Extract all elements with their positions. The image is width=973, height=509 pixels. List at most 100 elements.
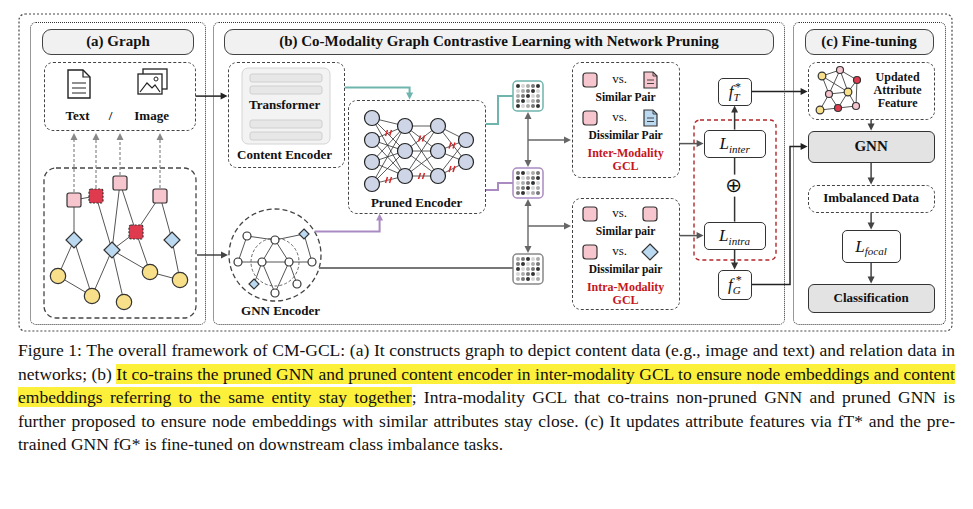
graph-node	[172, 272, 187, 287]
matrix-cell	[516, 99, 520, 103]
matrix-cell	[526, 94, 530, 98]
math-part: *	[734, 80, 740, 94]
matrix-cell	[531, 94, 535, 98]
neuron	[459, 155, 474, 170]
matrix-cell	[526, 257, 530, 261]
node-label: vs.	[607, 110, 633, 125]
node-icon	[583, 207, 597, 221]
matrix-cell	[526, 186, 530, 190]
node-label: Content Encoder	[229, 148, 341, 163]
graph-node	[113, 176, 127, 190]
arrowhead	[801, 143, 808, 150]
document-icon	[68, 70, 90, 98]
matrix-cell	[536, 186, 540, 190]
connector	[752, 143, 808, 285]
matrix-cell	[521, 94, 525, 98]
matrix-cell	[516, 181, 520, 185]
matrix-cell	[516, 262, 520, 266]
matrix-cell	[536, 99, 540, 103]
encoder-circle	[251, 238, 299, 286]
arrowhead	[525, 112, 532, 119]
matrix-cell	[521, 181, 525, 185]
matrix-cell	[531, 262, 535, 266]
neuron	[431, 144, 446, 159]
matrix-cell	[521, 267, 525, 271]
matrix-cell	[521, 257, 525, 261]
matrix-cell	[536, 176, 540, 180]
arrowhead	[868, 178, 875, 185]
node-label: Inter-Modality GCL	[576, 147, 676, 173]
node-label: Image	[126, 109, 178, 124]
matrix-cell	[516, 267, 520, 271]
neuron	[398, 119, 413, 134]
attribute-graph	[816, 67, 860, 114]
prune-mark	[449, 143, 455, 149]
connector	[731, 106, 738, 130]
matrix-cell	[536, 267, 540, 271]
matrix-cell	[526, 267, 530, 271]
graph-node	[153, 189, 167, 203]
neuron	[431, 119, 446, 134]
graph-node	[308, 258, 316, 266]
matrix-cell	[536, 262, 540, 266]
arrowhead	[71, 133, 78, 140]
matrix-cell	[521, 272, 525, 276]
node-label: GNN Encoder	[227, 304, 335, 319]
node-label: fG*	[719, 276, 751, 293]
matrix-cell	[516, 89, 520, 93]
connector	[868, 120, 875, 131]
matrix-cell	[521, 89, 525, 93]
connector-line	[870, 213, 872, 224]
connector	[868, 163, 875, 185]
matrix-cell	[521, 171, 525, 175]
graph-node	[66, 232, 82, 248]
embedding-matrix	[513, 254, 543, 284]
matrix-cell	[531, 277, 535, 281]
node-line	[486, 183, 513, 190]
matrix-cell	[526, 171, 530, 175]
matrix-cell	[531, 171, 535, 175]
connector	[680, 232, 704, 239]
embedding-matrix	[513, 81, 543, 111]
matrix-cell	[531, 99, 535, 103]
graph-edge	[112, 183, 120, 250]
node-label: /	[104, 109, 118, 124]
graph-node	[116, 294, 131, 309]
connector	[868, 213, 875, 230]
graph-node	[844, 88, 852, 96]
arrowhead	[564, 223, 571, 230]
connector-line	[196, 95, 222, 97]
neuron	[459, 133, 474, 148]
connector	[315, 214, 383, 232]
encoder-circle	[229, 209, 321, 301]
connector	[731, 250, 738, 270]
data-box: Imbalanced Data	[808, 185, 935, 213]
arrowhead	[868, 124, 875, 131]
connector	[752, 88, 808, 95]
transformer-picture	[250, 132, 322, 140]
input-box: Text/Image	[44, 62, 196, 131]
gcl-box: vs.Similar Pairvs.Dissimilar PairInter-M…	[572, 62, 680, 178]
arrowhead	[564, 137, 571, 144]
node-label: Transformer	[235, 98, 335, 113]
loss-box: Linter	[704, 130, 766, 158]
connector	[868, 263, 875, 284]
connector-line	[752, 91, 802, 93]
matrix-cell	[526, 84, 530, 88]
prune-mark	[386, 130, 392, 136]
neuron	[398, 169, 413, 184]
panel-heading: (a) Graph	[42, 29, 194, 55]
matrix-cell	[526, 262, 530, 266]
graph-node	[258, 258, 266, 266]
content-line	[486, 96, 513, 124]
node-label: Lintra	[706, 227, 764, 244]
matrix-cell	[521, 191, 525, 195]
encoder-box: TransformerContent Encoder	[228, 62, 345, 168]
matrix-cell	[531, 176, 535, 180]
connector	[734, 197, 735, 222]
relation-graph	[50, 176, 187, 310]
graph-node	[293, 280, 301, 288]
document-icon	[72, 83, 86, 93]
graph-node	[249, 279, 259, 289]
math-part: L	[855, 237, 864, 256]
